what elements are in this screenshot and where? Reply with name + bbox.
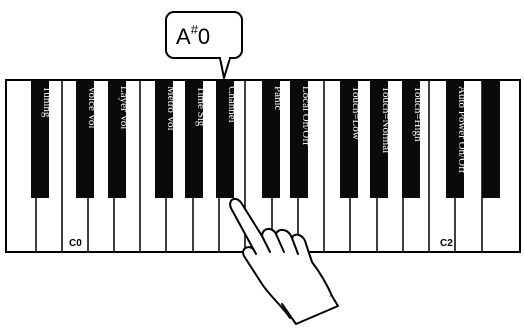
black-key-label: Touch=High [412,86,424,142]
callout-pointer [220,58,230,78]
callout-note: A [176,24,191,49]
black-key [482,80,500,198]
black-key-label: Layer Vol [118,86,130,129]
callout-octave: 0 [198,24,210,49]
black-key-label: Local On/Off [300,86,312,146]
black-key-label: Touch=Low [350,86,362,140]
black-key-label: Auto Power On/Off [456,86,468,174]
octave-label-c0: C0 [69,238,82,249]
note-callout: A#0 [166,12,242,78]
black-key-label: Tuning [41,86,53,118]
black-key-label: Channel [226,86,238,123]
black-key-label: Metro Vol [165,86,177,131]
black-key-label: Time Sig [195,86,207,127]
black-key-label: Voice Vol [86,86,98,128]
piano-keyboard: Tuning Voice Vol Layer Vol Metro Vol Time Si… [6,80,520,252]
black-key-label: Touch=Normal [380,86,392,153]
octave-label-c2: C2 [440,238,453,249]
black-key-label: Panic [272,86,284,111]
